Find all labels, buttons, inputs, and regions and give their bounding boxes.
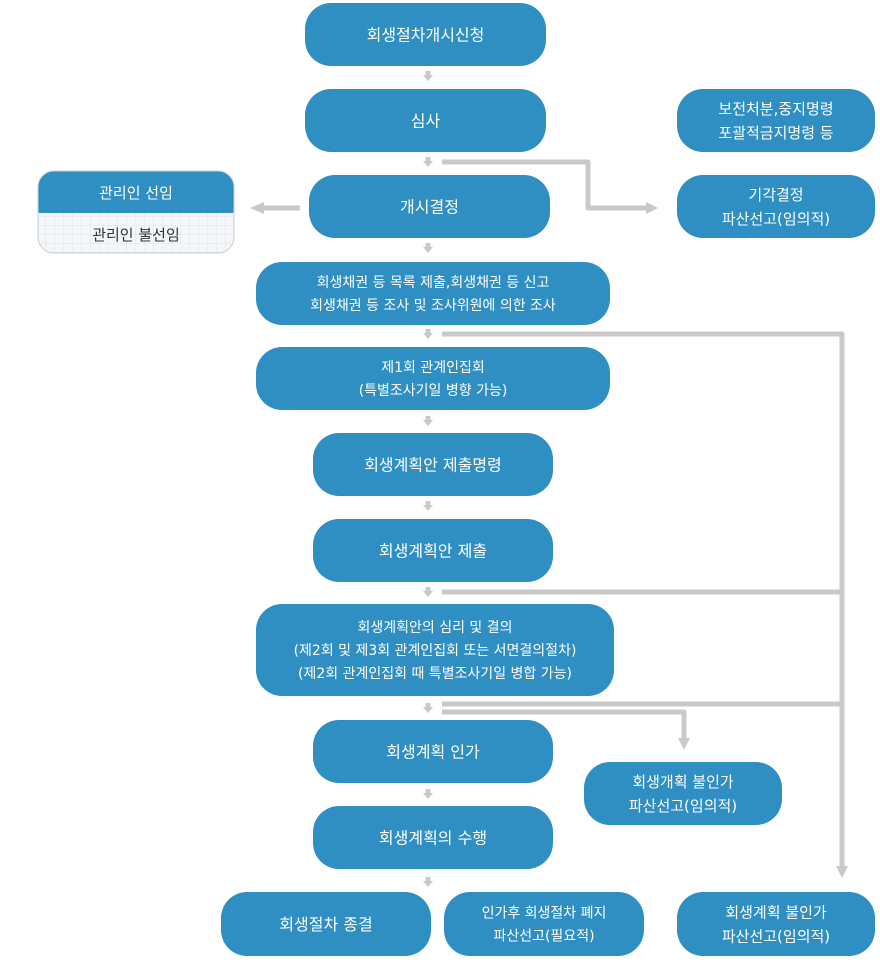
node-commencement: 개시결정 [309, 175, 550, 238]
arrow-to-trustee-note [250, 202, 264, 214]
node-label-line-1: 제1회 관계인집회 [381, 360, 485, 376]
node-plan-submission: 회생계획안 제출 [313, 519, 553, 582]
down-arrow-6 [423, 501, 433, 511]
trustee-not-appointed-label: 관리인 불선임 [92, 226, 180, 244]
node-shape [256, 347, 610, 410]
node-label-line-1: 개시결정 [400, 197, 459, 216]
node-first-meeting: 제1회 관계인집회 (특별조사기일 병향 가능) [256, 347, 610, 410]
node-label-line-2: 파산선고(임의적) [722, 927, 830, 945]
arrow-to-plan-rejection [678, 738, 690, 750]
down-arrow-5 [423, 416, 433, 426]
node-plan-deliberation: 회생계획안의 심리 및 결의 (제2회 및 제3회 관계인집회 또는 서면결의절차… [256, 604, 614, 696]
node-shape [256, 262, 610, 325]
node-label-line-2: (특별조사기일 병향 가능) [359, 383, 508, 399]
down-arrow-2 [423, 157, 433, 167]
node-label-line-1: 회생절차개시신청 [367, 25, 485, 44]
node-shape [221, 892, 431, 956]
node-label-line-3: (제2회 관계인집회 때 특별조사기일 병합 가능) [298, 666, 572, 682]
connector-review-to-dismissal [442, 159, 646, 211]
node-label-line-1: 인가후 회생절차 폐지 [482, 906, 607, 922]
node-shape [256, 604, 614, 696]
node-label-line-2: 파산선고(필요적) [493, 929, 594, 945]
node-shape [309, 175, 550, 238]
trustee-appointed-label: 관리인 선임 [99, 184, 173, 202]
down-arrow-10 [423, 877, 433, 887]
node-label-line-1: 기각결정 [748, 186, 803, 204]
node-label-line-1: 회생개획 불인가 [632, 773, 734, 791]
node-label-line-2: 파산선고(임의적) [722, 210, 830, 228]
note-grid [38, 211, 234, 253]
node-shape [584, 762, 782, 825]
connector-deliberation-to-rejection [442, 709, 687, 738]
node-shape [313, 806, 553, 869]
node-termination: 회생절차 종결 [221, 892, 431, 956]
node-shape [677, 175, 875, 238]
node-shape [305, 3, 546, 66]
down-arrow-4 [423, 329, 433, 339]
arrow-to-dismissal [646, 202, 658, 214]
node-label-line-1: 심사 [411, 111, 441, 130]
node-label-line-1: 회생계획안의 심리 및 결의 [357, 620, 512, 636]
arrow-to-final-rejection [836, 866, 848, 878]
node-shape [444, 892, 644, 956]
node-label-line-2: (제2회 및 제3회 관계인집회 또는 서면결의절차) [294, 643, 577, 659]
node-label-line-2: 포괄적금지명령 등 [718, 124, 833, 142]
down-arrow-3 [423, 243, 433, 253]
node-plan-execution: 회생계획의 수행 [313, 806, 553, 869]
node-label-line-1: 회생계획안 제출명령 [364, 455, 502, 474]
flow-connectors [250, 71, 848, 887]
node-shape [313, 519, 553, 582]
node-review: 심사 [305, 89, 546, 152]
node-shape [677, 892, 875, 956]
node-label-line-1: 보전처분,중지명령 [718, 100, 833, 118]
node-start: 회생절차개시신청 [305, 3, 546, 66]
note-border [37, 170, 235, 254]
down-arrow-7 [423, 587, 433, 597]
down-arrow-1 [423, 71, 433, 81]
down-arrow-8 [423, 703, 433, 713]
node-shape [677, 89, 875, 152]
node-label-line-1: 회생계획안 제출 [379, 541, 487, 560]
node-label-line-2: 회생채권 등 조사 및 조사위원에 의한 조사 [310, 298, 556, 314]
node-label-line-1: 회생계획의 수행 [379, 828, 487, 847]
node-label-line-1: 회생계획 인가 [386, 742, 480, 761]
node-label-line-2: 파산선고(임의적) [629, 797, 737, 815]
node-shape [313, 433, 553, 496]
node-label-line-1: 회생채권 등 목록 제출,회생채권 등 신고 [317, 275, 550, 291]
node-shape [313, 720, 553, 783]
node-shape [305, 89, 546, 152]
connector-right-rail [442, 331, 845, 866]
node-plan-order: 회생계획안 제출명령 [313, 433, 553, 496]
node-label-line-1: 회생절차 종결 [279, 915, 372, 934]
note-header [38, 171, 234, 213]
node-label-line-1: 회생계획 불인가 [725, 903, 827, 921]
node-plan-approval: 회생계획 인가 [313, 720, 553, 783]
down-arrow-9 [423, 789, 433, 799]
